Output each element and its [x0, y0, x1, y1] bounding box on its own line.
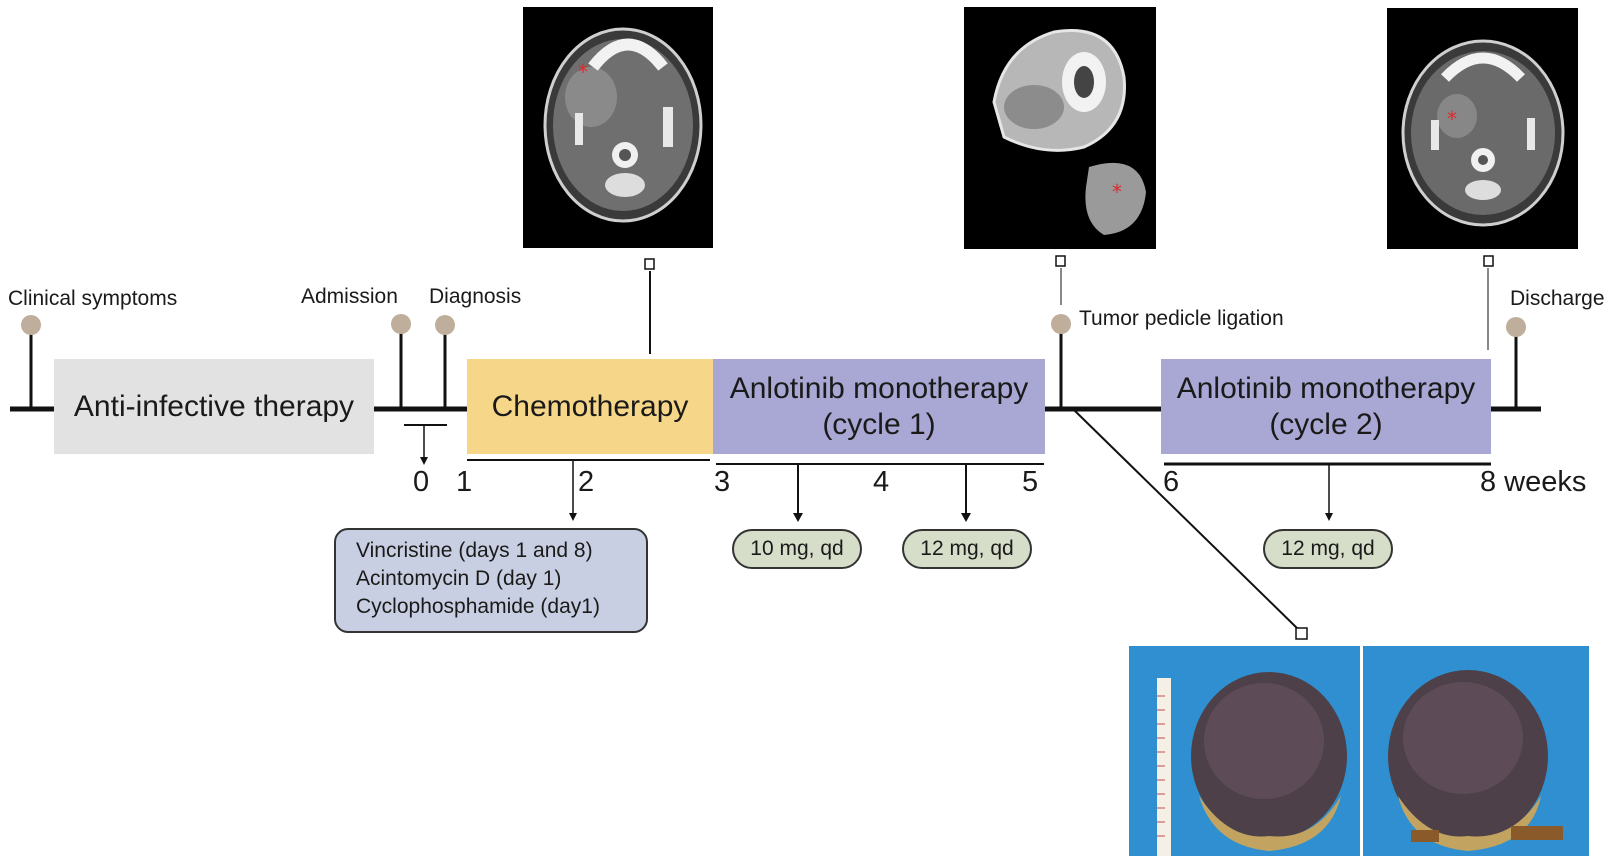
tick-week-3: 3 [714, 466, 731, 498]
dot-diagnosis [435, 315, 455, 335]
ct-scan-post-treatment: * [1387, 8, 1578, 249]
ct-scan-pre-chemo-graphic: * [543, 27, 703, 223]
dose-cycle1-early: 10 mg, qd [732, 529, 862, 569]
phase-anlotinib-cycle1: Anlotinib monotherapy (cycle 1) [713, 359, 1045, 454]
ct-scan-pre-chemo: * [523, 7, 713, 248]
dot-admission [391, 314, 411, 334]
photo-connector-square [1295, 627, 1308, 640]
chemo-regimen-box: Vincristine (days 1 and 8) Acintomycin D… [334, 528, 648, 633]
dose-label: 12 mg, qd [1281, 537, 1375, 560]
phase-anlotinib-cycle2: Anlotinib monotherapy (cycle 2) [1161, 359, 1491, 454]
dot-discharge [1506, 317, 1526, 337]
photo-connector [1073, 409, 1301, 632]
ct-scan-pre-ligation: * [964, 7, 1156, 249]
regimen-item: Cyclophosphamide (day1) [356, 595, 600, 618]
tick-week-1: 1 [456, 466, 473, 498]
ct-scan-post-treatment-graphic: * [1401, 39, 1565, 227]
phase-anlotinib-cycle2-line1: Anlotinib monotherapy [1176, 371, 1476, 405]
tumor-photo-with-ruler-graphic [1157, 672, 1347, 856]
phase-anlotinib-cycle2-line2: (cycle 2) [1269, 407, 1383, 441]
phase-anlotinib-cycle1-line2: (cycle 1) [822, 407, 936, 441]
dot-clinical-symptoms [21, 315, 41, 335]
dose-cycle2: 12 mg, qd [1263, 529, 1393, 569]
dose-label: 10 mg, qd [750, 537, 844, 560]
ct1-connector-square [644, 258, 655, 270]
tick-week-5: 5 [1022, 466, 1039, 498]
event-discharge: Discharge [1510, 287, 1605, 310]
ct-marker-star: * [578, 60, 588, 84]
ct-scan-pre-ligation-graphic: * [992, 29, 1146, 235]
ct-marker-star: * [1447, 107, 1457, 131]
tick-week-0: 0 [413, 466, 430, 498]
tumor-photo-with-ruler [1129, 646, 1360, 856]
phase-chemotherapy: Chemotherapy [467, 359, 713, 454]
ct2-connector-square [1055, 255, 1066, 267]
event-ligation: Tumor pedicle ligation [1079, 307, 1284, 330]
ct-marker-star: * [1112, 180, 1122, 204]
tick-week-6: 6 [1163, 466, 1180, 498]
regimen-item: Vincristine (days 1 and 8) [356, 539, 593, 562]
dose-label: 12 mg, qd [920, 537, 1014, 560]
tick-week-8: 8 weeks [1480, 466, 1587, 498]
phase-anlotinib-cycle1-line1: Anlotinib monotherapy [729, 371, 1029, 405]
tick-week-2: 2 [578, 466, 595, 498]
event-admission: Admission [301, 285, 398, 308]
dot-ligation [1051, 314, 1071, 334]
event-diagnosis: Diagnosis [429, 285, 522, 308]
phase-anti-infective-label: Anti-infective therapy [73, 389, 355, 423]
regimen-item: Acintomycin D (day 1) [356, 567, 562, 590]
phase-anti-infective: Anti-infective therapy [54, 359, 374, 454]
tumor-photo-graphic [1388, 670, 1563, 851]
ct3-connector-square [1483, 255, 1494, 267]
tumor-photo [1363, 646, 1589, 856]
phase-chemotherapy-label: Chemotherapy [491, 389, 689, 423]
tick-week-4: 4 [873, 466, 890, 498]
dose-cycle1-late: 12 mg, qd [902, 529, 1032, 569]
event-clinical-symptoms: Clinical symptoms [8, 287, 178, 310]
